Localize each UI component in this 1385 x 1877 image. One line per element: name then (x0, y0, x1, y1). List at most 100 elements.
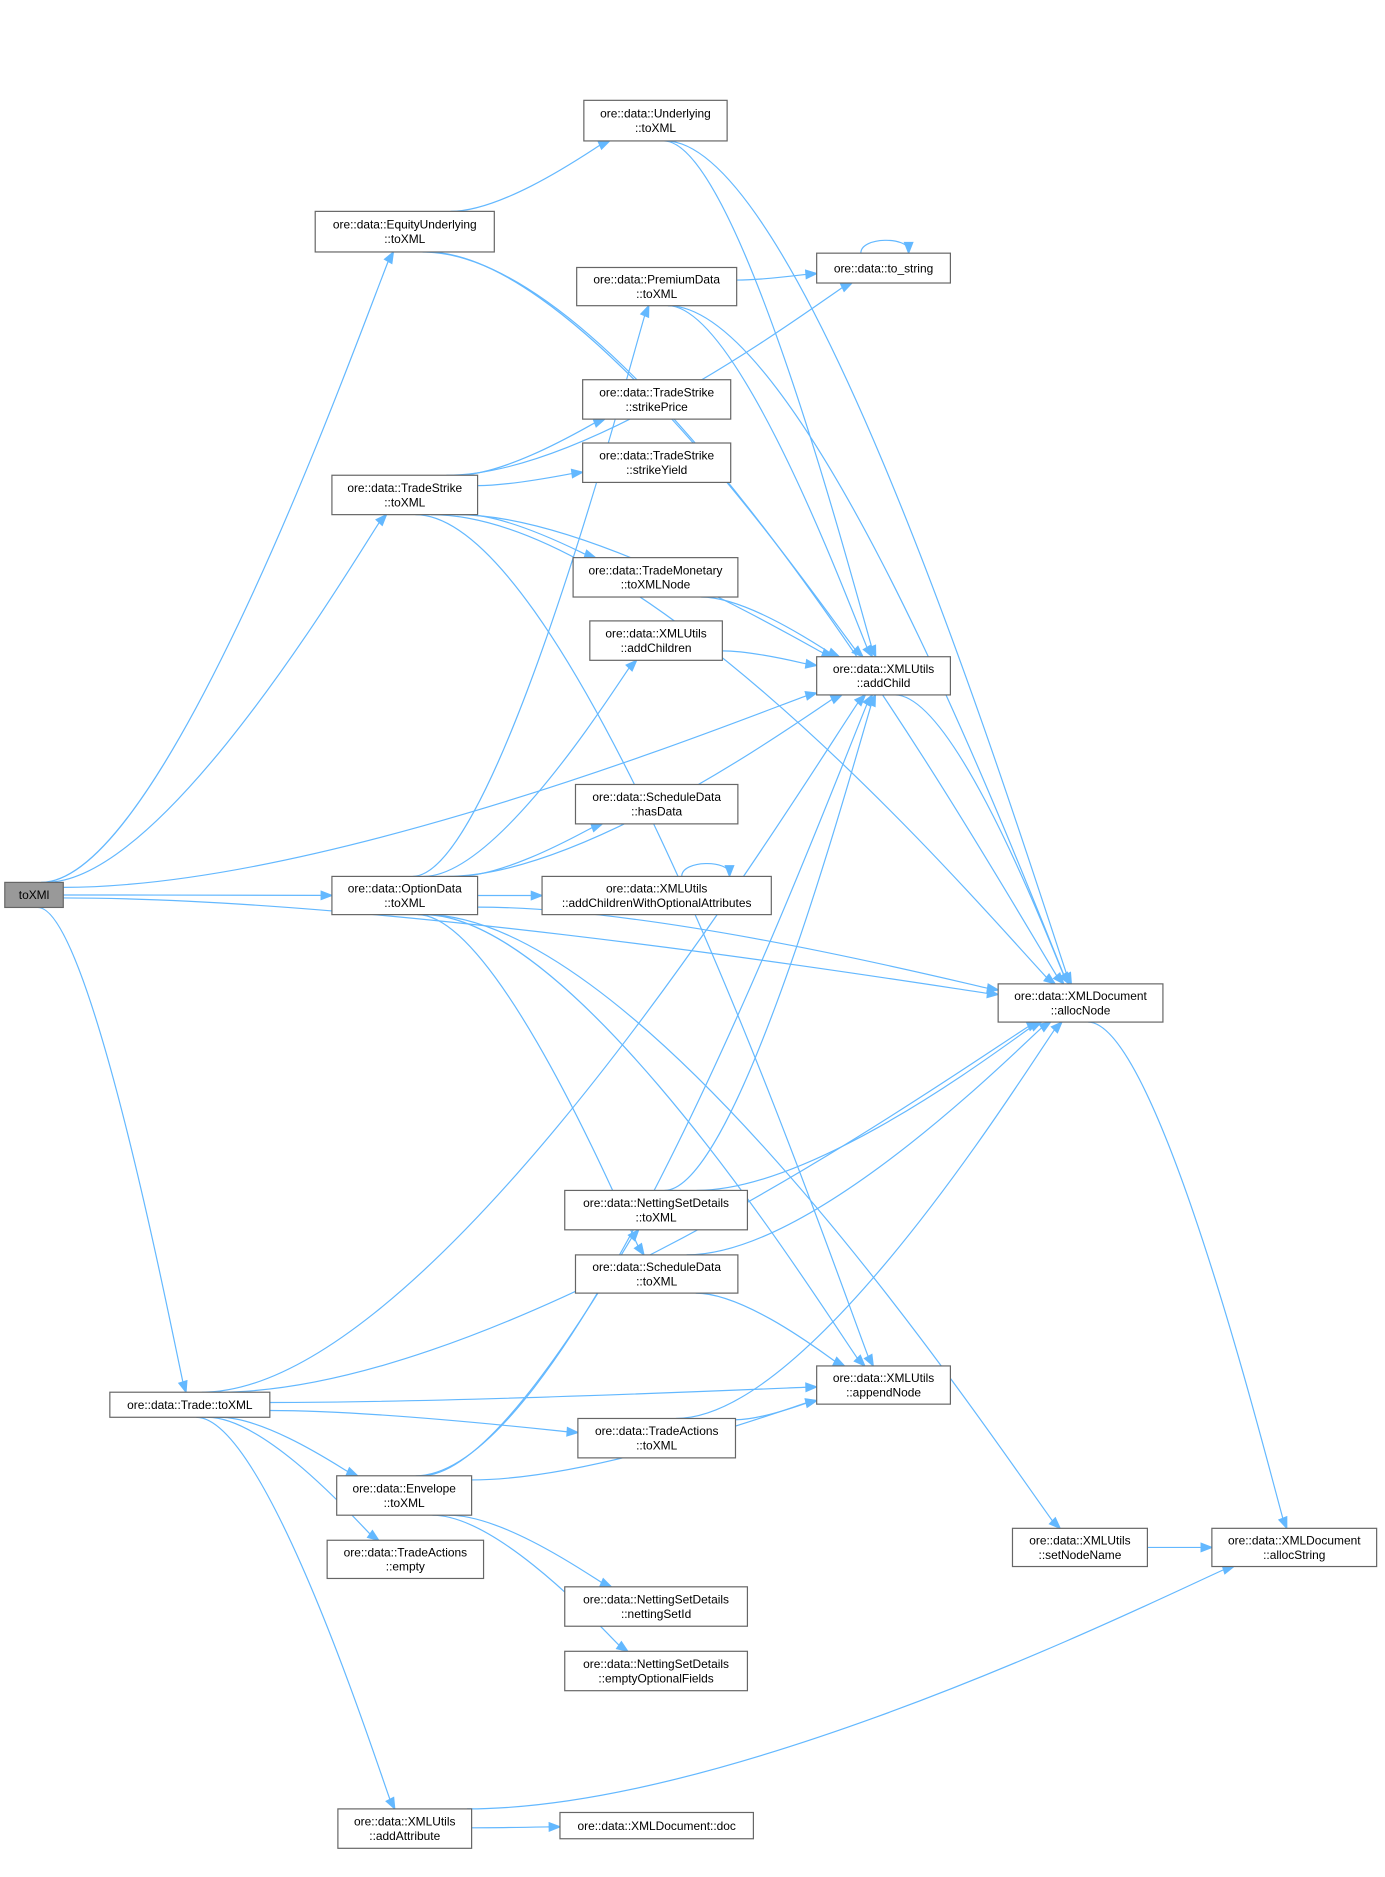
node-sched[interactable]: ore::data::ScheduleData::toXML (574, 1254, 739, 1294)
edge-acwoa-to-acwoa (681, 863, 731, 877)
node-opt[interactable]: ore::data::OptionData::toXML (331, 875, 479, 916)
node-alnode[interactable]: ore::data::XMLDocument::allocNode (997, 983, 1164, 1023)
arrowhead-icon (548, 1821, 562, 1832)
arrowhead-icon (633, 1242, 645, 1257)
edge-trade-to-addc (201, 702, 859, 1393)
node-box (816, 1365, 951, 1405)
node-box (314, 210, 495, 253)
edge-sched-to-alnode (686, 1027, 1043, 1256)
node-label: ::toXML (636, 1210, 677, 1224)
node-nsempty[interactable]: ore::data::NettingSetDetails::emptyOptio… (564, 1650, 749, 1692)
arrowhead-icon (853, 1354, 867, 1368)
node-addch[interactable]: ore::data::XMLUtils::addChildren (589, 620, 723, 661)
node-box (577, 1417, 737, 1459)
arrowhead-icon (177, 1379, 188, 1394)
node-label: ore::data::XMLUtils (1029, 1533, 1130, 1547)
node-label: ::hasData (631, 805, 682, 819)
node-sprice[interactable]: ore::data::TradeStrike::strikePrice (582, 379, 732, 420)
edge-trade-to-env (219, 1416, 349, 1473)
node-env[interactable]: ore::data::Envelope::toXML (336, 1475, 473, 1516)
node-equ[interactable]: ore::data::EquityUnderlying::toXML (314, 210, 495, 253)
edge-env-to-nsempty (432, 1514, 620, 1646)
node-trade[interactable]: ore::data::Trade::toXML (109, 1391, 271, 1418)
node-addc[interactable]: ore::data::XMLUtils::addChild (816, 656, 951, 696)
node-label: ore::data::NettingSetDetails (583, 1593, 729, 1607)
edge-alnode-to-alstr (1088, 1021, 1284, 1519)
node-label: ore::data::XMLUtils (354, 1815, 455, 1829)
node-label: ::toXML (384, 495, 425, 509)
node-tempty[interactable]: ore::data::TradeActions::empty (326, 1539, 485, 1580)
node-box (582, 379, 732, 420)
arrowhead-icon (530, 890, 544, 901)
arrowhead-icon (597, 140, 612, 151)
node-label: ::toXML (384, 232, 425, 246)
nodes: toXMlore::data::EquityUnderlying::toXMLo… (4, 99, 1378, 1849)
arrowhead-icon (805, 1382, 819, 1393)
node-label: toXMl (19, 888, 49, 902)
node-nsid[interactable]: ore::data::NettingSetDetails::nettingSet… (564, 1586, 749, 1627)
edge-root-to-equ (41, 261, 389, 883)
node-box (1011, 1527, 1148, 1568)
node-label: ::toXML (636, 1274, 677, 1288)
arrowhead-icon (1058, 971, 1070, 986)
edge-und-to-alnode (665, 140, 1068, 975)
arrowhead-icon (851, 645, 865, 658)
node-setnn[interactable]: ore::data::XMLUtils::setNodeName (1011, 1527, 1148, 1568)
node-tostr[interactable]: ore::data::to_string (816, 252, 951, 284)
node-ts[interactable]: ore::data::TradeStrike::toXML (331, 474, 479, 516)
node-label: ::allocNode (1051, 1003, 1111, 1017)
arrowhead-icon (724, 865, 735, 879)
node-box (572, 557, 739, 598)
edge-tostr-to-tostr (860, 239, 910, 254)
node-tact[interactable]: ore::data::TradeActions::toXML (577, 1417, 737, 1459)
node-label: ::toXML (384, 896, 425, 910)
node-syield[interactable]: ore::data::TradeStrike::strikeYield (582, 442, 732, 484)
node-label: ::addAttribute (369, 1829, 440, 1843)
node-label: ore::data::Envelope (352, 1482, 456, 1496)
arrowhead-icon (566, 1426, 580, 1437)
node-und[interactable]: ore::data::Underlying::toXML (583, 99, 728, 142)
edge-prem-to-alnode (667, 305, 1065, 975)
node-label: ::toXML (636, 1439, 677, 1453)
node-box (582, 442, 732, 484)
edge-opt-to-addch (423, 667, 630, 878)
edge-trade-to-addattr (196, 1416, 391, 1800)
arrowhead-icon (385, 1796, 396, 1811)
node-nsd[interactable]: ore::data::NettingSetDetails::toXML (564, 1189, 749, 1231)
arrowhead-icon (804, 658, 819, 669)
node-root[interactable]: toXMl (4, 881, 64, 909)
node-label: ::strikePrice (626, 400, 689, 414)
node-label: ore::data::XMLUtils (833, 662, 934, 676)
node-label: ore::data::TradeActions (344, 1545, 468, 1559)
node-label: ::addChild (857, 676, 911, 690)
node-label: ::addChildren (621, 641, 692, 655)
edge-addattr-to-alstr (467, 1569, 1224, 1810)
node-app[interactable]: ore::data::XMLUtils::appendNode (816, 1365, 951, 1405)
arrowhead-icon (627, 1228, 640, 1242)
edge-prem-to-addc (667, 305, 868, 648)
edge-ts-to-syield (477, 472, 573, 487)
node-label: ore::data::XMLUtils (605, 627, 706, 641)
node-box (816, 252, 951, 284)
node-acwoa[interactable]: ore::data::XMLUtils::addChildrenWithOpti… (541, 875, 772, 916)
node-box (564, 1586, 749, 1627)
node-hasd[interactable]: ore::data::ScheduleData::hasData (574, 783, 739, 825)
node-prem[interactable]: ore::data::PremiumData::toXML (576, 266, 738, 307)
arrowhead-icon (804, 269, 819, 280)
node-addattr[interactable]: ore::data::XMLUtils::addAttribute (337, 1808, 473, 1849)
node-box (4, 881, 64, 909)
node-doc[interactable]: ore::data::XMLDocument::doc (559, 1811, 754, 1840)
arrowhead-icon (862, 644, 874, 659)
arrowhead-icon (986, 983, 1000, 994)
node-label: ore::data::to_string (834, 261, 933, 275)
arrowhead-icon (345, 1466, 360, 1477)
node-box (109, 1391, 271, 1418)
edge-root-to-addc (63, 695, 807, 888)
arrowhead-icon (320, 890, 334, 901)
edge-nsd-to-alnode (696, 1026, 1033, 1192)
node-alstr[interactable]: ore::data::XMLDocument::allocString (1211, 1527, 1378, 1568)
node-tm[interactable]: ore::data::TradeMonetary::toXMLNode (572, 557, 739, 598)
node-label: ore::data::XMLDocument (1014, 989, 1147, 1003)
edge-tm-to-addc (701, 596, 830, 653)
